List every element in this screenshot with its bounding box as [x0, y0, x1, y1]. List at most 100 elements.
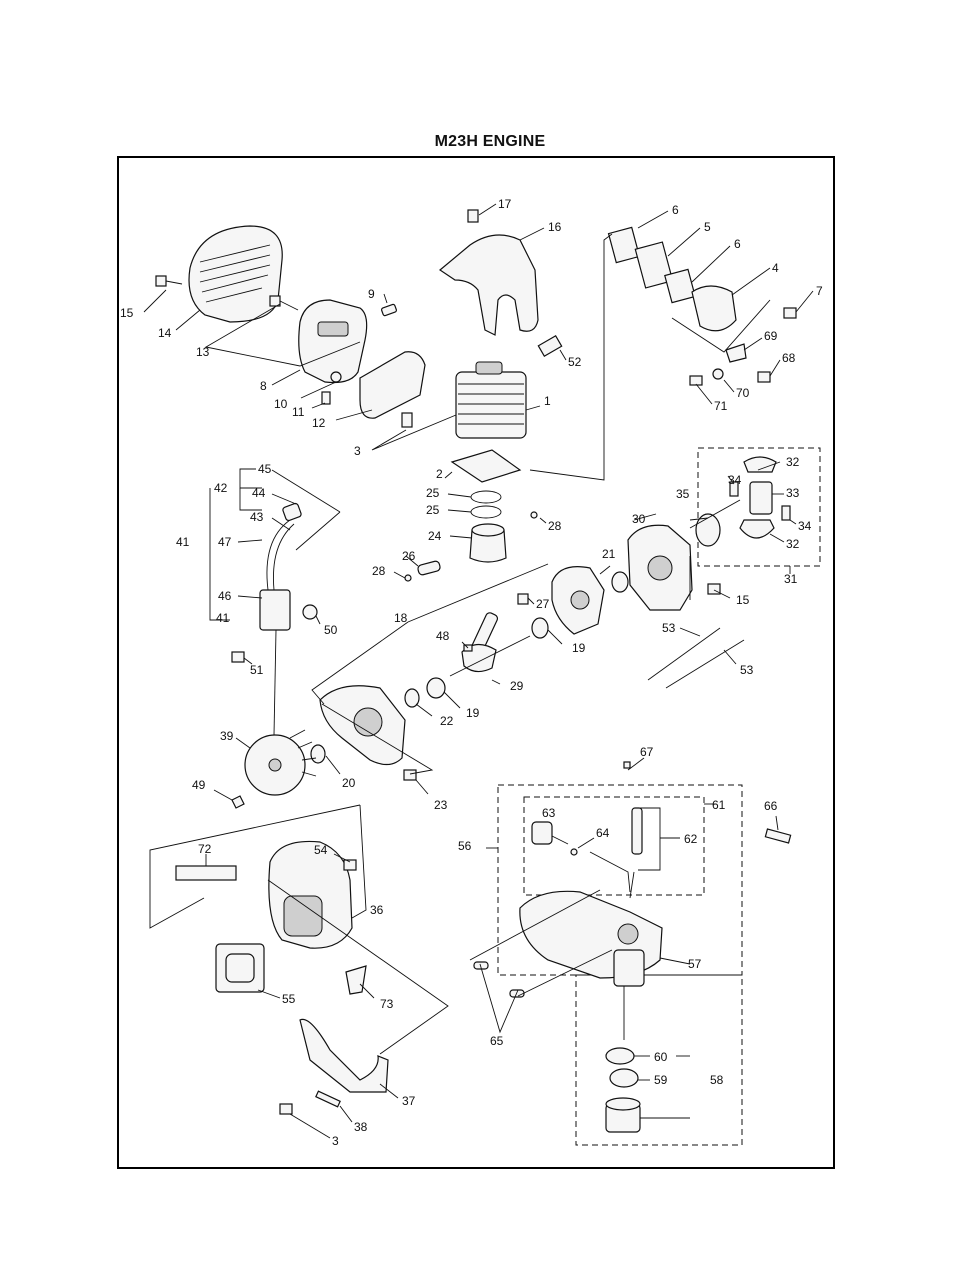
callout-39: 39 [220, 729, 234, 743]
callout-16: 16 [548, 220, 562, 234]
callout-38: 38 [354, 1120, 368, 1134]
fuel-line-62 [631, 807, 643, 855]
callout-66: 66 [764, 799, 778, 813]
callout-41-lower: 41 [216, 611, 230, 625]
seal-22 [404, 688, 420, 708]
muffler [298, 299, 368, 384]
bracket-69 [725, 343, 747, 363]
callout-labels: 17 16 6 5 6 4 7 9 15 14 13 69 52 68 8 70… [120, 197, 823, 1148]
grommet-65-a [473, 961, 489, 970]
callout-20: 20 [342, 776, 356, 790]
gasket-6-upper [607, 226, 641, 264]
grommet-65-b [509, 989, 525, 998]
clip-28-left [404, 574, 412, 582]
callout-70: 70 [736, 386, 750, 400]
pin-38 [315, 1090, 341, 1108]
bearing-21 [611, 571, 629, 593]
callout-65: 65 [490, 1034, 504, 1048]
callout-33: 33 [786, 486, 800, 500]
callout-53-upper: 53 [662, 621, 676, 635]
callout-4: 4 [772, 261, 779, 275]
fuel-hose-62 [589, 851, 631, 893]
fuel-cap-assembly-box [575, 974, 743, 1146]
part-54 [343, 859, 357, 871]
callout-50: 50 [324, 623, 338, 637]
clutch-hub [749, 481, 773, 515]
callout-13: 13 [196, 345, 210, 359]
diagram-frame [117, 156, 835, 1169]
callout-34-right: 34 [798, 519, 812, 533]
screw-17 [467, 209, 479, 223]
bolt-7 [783, 307, 797, 319]
bolt-15 [155, 275, 183, 287]
callout-28-right: 28 [548, 519, 562, 533]
callout-11: 11 [292, 405, 305, 419]
piston [469, 523, 507, 563]
callout-1: 1 [544, 394, 551, 408]
callout-57: 57 [688, 957, 702, 971]
cylinder-gasket [450, 449, 522, 483]
crankcase-main [319, 685, 406, 766]
callout-37: 37 [402, 1094, 416, 1108]
clutch-shoe-lower [739, 519, 775, 539]
callout-61: 61 [712, 798, 726, 812]
callout-2: 2 [436, 467, 443, 481]
adjuster-68 [757, 371, 771, 383]
callout-56: 56 [458, 839, 472, 853]
seal-20 [310, 744, 326, 764]
callout-8: 8 [260, 379, 267, 393]
crankshaft [449, 612, 531, 677]
callout-42: 42 [214, 481, 228, 495]
page-title: M23H ENGINE [434, 133, 546, 150]
clip-28-right [530, 511, 538, 519]
callout-36: 36 [370, 903, 384, 917]
callout-68: 68 [782, 351, 796, 365]
callout-34-left: 34 [728, 473, 742, 487]
handle-bracket [299, 1018, 389, 1093]
screw-9 [381, 303, 397, 317]
callout-32-lower: 32 [786, 537, 800, 551]
callout-6-upper: 6 [672, 203, 679, 217]
callout-19-lower: 19 [466, 706, 480, 720]
cable-53-a [647, 627, 721, 681]
callout-22: 22 [440, 714, 454, 728]
muffler-gasket-12 [359, 351, 426, 419]
bolt-3-lower [279, 1103, 293, 1115]
callout-41-upper: 41 [176, 535, 190, 549]
callout-54: 54 [314, 843, 328, 857]
callout-69: 69 [764, 329, 778, 343]
callout-47: 47 [218, 535, 232, 549]
callout-59: 59 [654, 1073, 668, 1087]
spacer-50 [302, 604, 318, 620]
callout-31: 31 [784, 572, 798, 586]
bolt-15-lower [707, 583, 721, 595]
callout-15-lower: 15 [736, 593, 750, 607]
callout-5: 5 [704, 220, 711, 234]
callout-15-upper: 15 [120, 306, 134, 320]
piston-ring-upper [470, 490, 502, 504]
bolt-23 [403, 769, 417, 781]
cable-53-b [665, 639, 745, 689]
bolt-13 [269, 295, 299, 311]
callout-35: 35 [676, 487, 690, 501]
callout-28-left: 28 [372, 564, 386, 578]
clutch-assembly-box [697, 447, 821, 567]
cylinder [455, 361, 527, 439]
fuel-pickup-box [523, 796, 705, 896]
spark-plug [537, 334, 563, 358]
callout-19-upper: 19 [572, 641, 586, 655]
plate-73 [345, 965, 367, 995]
crankcase-left [551, 566, 605, 635]
callout-72: 72 [198, 842, 212, 856]
callout-21: 21 [602, 547, 616, 561]
spring-34-right [781, 505, 791, 521]
callout-17: 17 [498, 197, 512, 211]
callout-43: 43 [250, 510, 264, 524]
callout-25-upper: 25 [426, 486, 440, 500]
nut-70 [712, 368, 724, 380]
fuel-tank [519, 890, 663, 987]
leader-lines [143, 203, 814, 1139]
clutch-shoe-upper [743, 456, 777, 473]
callout-52: 52 [568, 355, 582, 369]
